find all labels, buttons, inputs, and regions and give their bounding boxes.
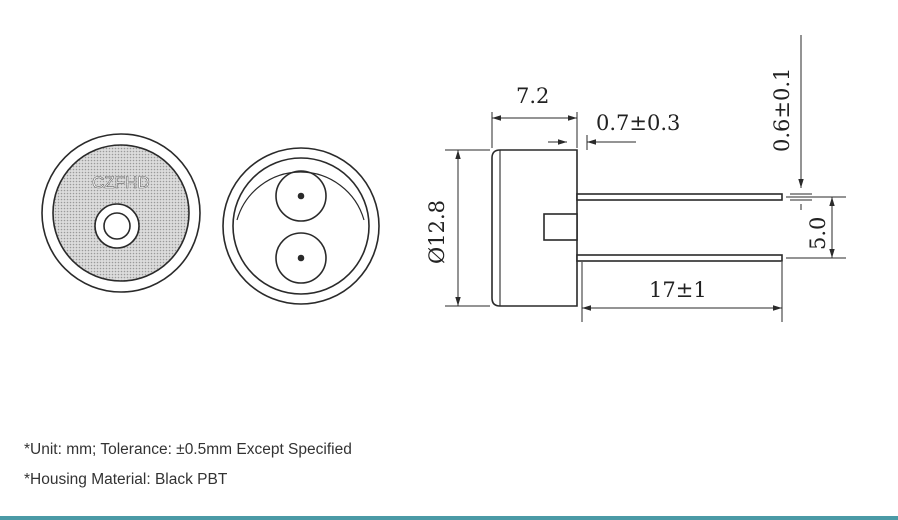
- front-view: CZFHD: [41, 133, 201, 293]
- width-label: 7.2: [516, 84, 549, 108]
- lead-length-label: 17±1: [649, 278, 707, 302]
- pin-diameter-label: 0.6±0.1: [770, 68, 794, 152]
- sound-hole: [103, 212, 131, 240]
- side-view: [491, 149, 783, 307]
- lead-top: [576, 193, 783, 201]
- note-unit-tolerance: *Unit: mm; Tolerance: ±0.5mm Except Spec…: [24, 441, 352, 458]
- side-center-stub: [543, 213, 578, 241]
- diameter-label: Ø12.8: [425, 200, 449, 264]
- logo-text: CZFHD: [92, 173, 150, 192]
- pin-bottom-boss: [275, 232, 327, 284]
- back-view: [222, 147, 380, 305]
- note-housing-material: *Housing Material: Black PBT: [24, 471, 228, 488]
- pin-top-boss: [275, 170, 327, 222]
- back-outer-ring: [222, 147, 380, 305]
- pin-bottom-dot: [297, 254, 305, 262]
- front-outer-ring: [41, 133, 201, 293]
- pin-spacing-label: 5.0: [806, 217, 830, 250]
- back-inner-ring: [232, 157, 370, 295]
- lead-bottom: [576, 254, 783, 262]
- dimension-lines: [445, 35, 846, 322]
- pin-top-dot: [297, 192, 305, 200]
- bottom-accent-rule: [0, 516, 898, 520]
- back-rim-arc: [236, 171, 365, 221]
- lead-offset-label: 0.7±0.3: [596, 111, 680, 135]
